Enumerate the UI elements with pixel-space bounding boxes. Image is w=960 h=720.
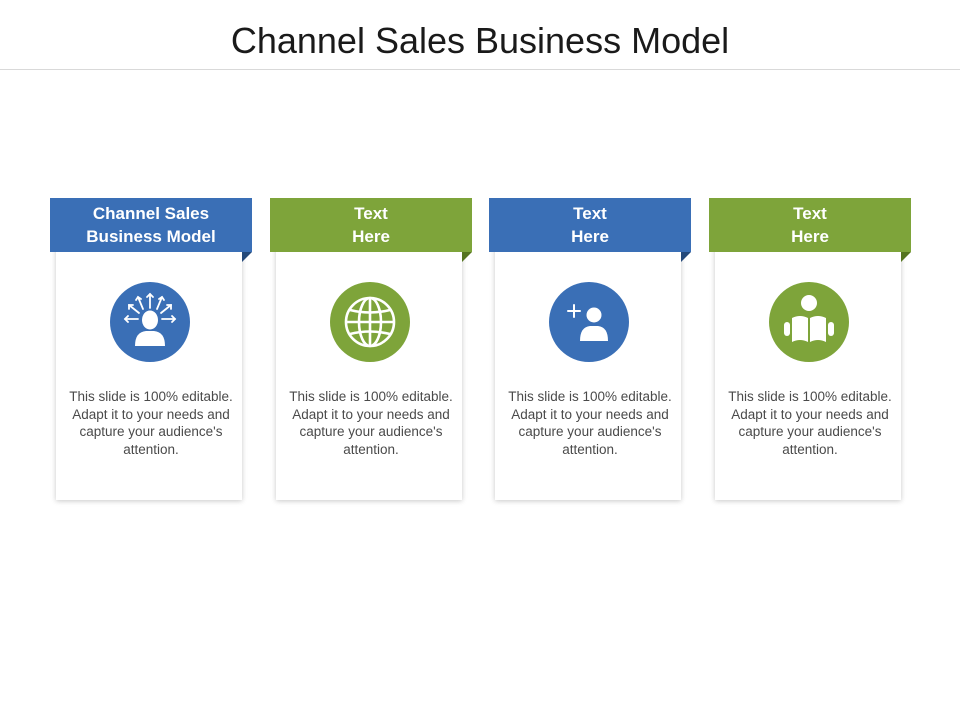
- card-body: [276, 238, 462, 500]
- banner-fold: [462, 252, 472, 262]
- card-heading: Text Here: [489, 198, 691, 252]
- card-1: Channel Sales Business Model: [50, 198, 252, 503]
- banner-fold: [242, 252, 252, 262]
- person-reading-icon: [769, 282, 849, 362]
- card-heading: Channel Sales Business Model: [50, 198, 252, 252]
- card-description: This slide is 100% editable. Adapt it to…: [289, 389, 453, 457]
- card-description: This slide is 100% editable. Adapt it to…: [508, 389, 672, 457]
- card-3: Text Here This slide is 100% editable. A…: [489, 198, 691, 503]
- title-divider: [0, 69, 960, 70]
- add-user-icon: [549, 282, 629, 362]
- card-description: This slide is 100% editable. Adapt it to…: [728, 389, 892, 457]
- person-ideas-icon: [110, 282, 190, 362]
- card-body: [495, 238, 681, 500]
- card-body: [715, 238, 901, 500]
- card-heading: Text Here: [709, 198, 911, 252]
- globe-icon: [330, 282, 410, 362]
- card-description: This slide is 100% editable. Adapt it to…: [69, 389, 233, 457]
- banner-fold: [681, 252, 691, 262]
- banner-fold: [901, 252, 911, 262]
- card-4: Text Here This slide is 100% editable. A…: [709, 198, 911, 503]
- card-body: [56, 238, 242, 500]
- card-2: Text Here This slide is 100% editable. A…: [270, 198, 472, 503]
- card-heading: Text Here: [270, 198, 472, 252]
- slide-title: Channel Sales Business Model: [230, 20, 730, 61]
